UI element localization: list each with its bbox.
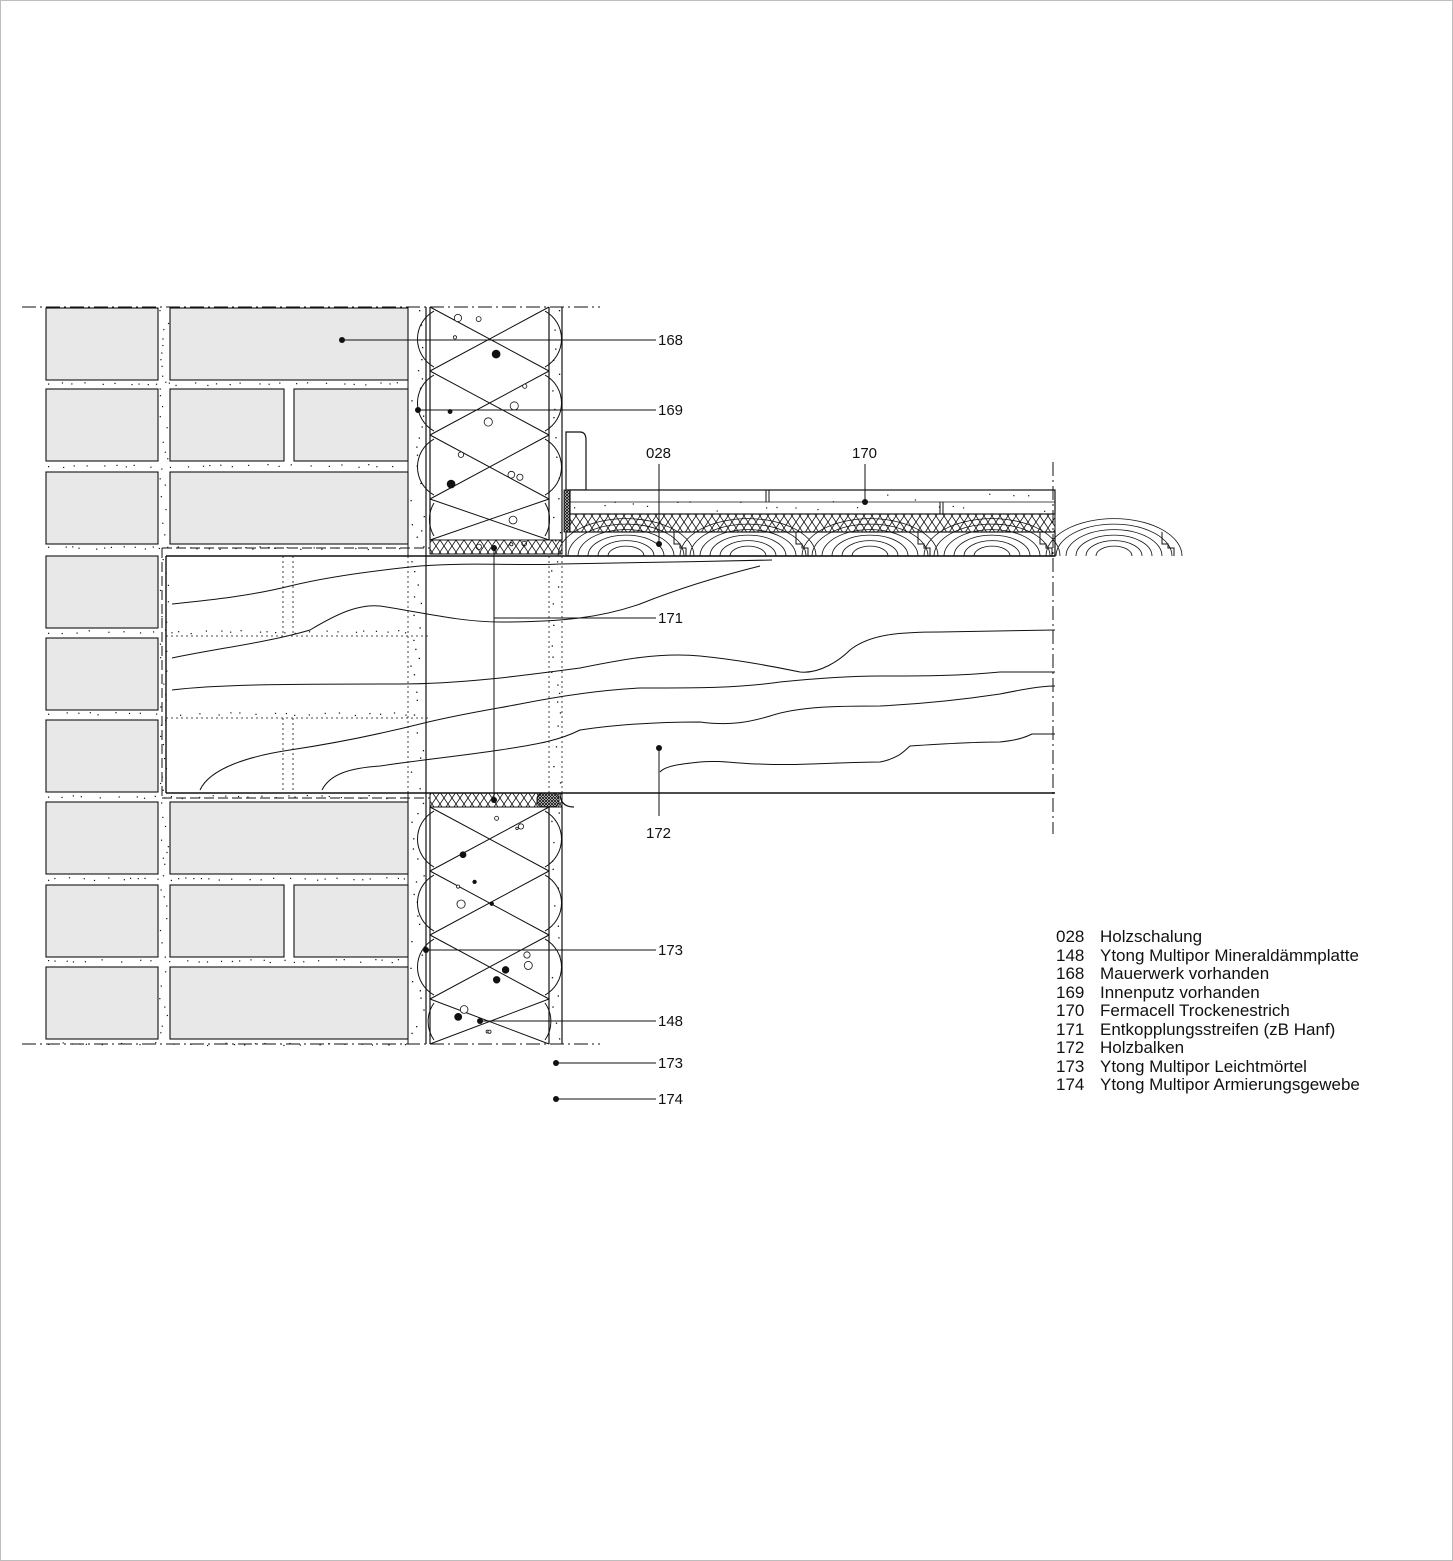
brick bbox=[293, 388, 409, 462]
brick bbox=[45, 555, 159, 629]
callout-170: 170 bbox=[852, 445, 877, 505]
timber-boarding bbox=[557, 518, 1183, 557]
mineral-insulation-board bbox=[417, 306, 562, 1045]
legend-text: Holzschalung bbox=[1100, 927, 1203, 946]
legend-code: 171 bbox=[1056, 1019, 1085, 1039]
callout-leaders: 168 169 028 170 171 172 bbox=[339, 332, 877, 1108]
brick bbox=[169, 801, 409, 875]
brick bbox=[45, 884, 159, 958]
legend-item-168: 168 Mauerwerk vorhanden bbox=[1056, 964, 1360, 984]
legend-item-173: 173 Ytong Multipor Leichtmörtel bbox=[1056, 1056, 1360, 1077]
legend-text: Holzbalken bbox=[1100, 1038, 1185, 1057]
callout-171: 171 bbox=[491, 545, 683, 803]
callout-label: 168 bbox=[658, 332, 683, 349]
dry-screed bbox=[569, 489, 1056, 515]
legend-item-172: 172 Holzbalken bbox=[1056, 1038, 1360, 1058]
legend-code: 173 bbox=[1056, 1056, 1085, 1076]
callout-label: 174 bbox=[658, 1091, 683, 1108]
timber-beam bbox=[161, 547, 1056, 808]
brick bbox=[169, 966, 409, 1040]
callout-label: 173 bbox=[658, 1055, 683, 1072]
legend-item-174: 174 Ytong Multipor Armierungsgewebe bbox=[1056, 1075, 1360, 1095]
legend-code: 170 bbox=[1056, 1001, 1085, 1020]
legend-text: Ytong Multipor Armierungsgewebe bbox=[1100, 1075, 1360, 1094]
callout-label: 169 bbox=[658, 402, 683, 419]
legend-item-028: 028 Holzschalung bbox=[1056, 927, 1360, 947]
legend-text: Fermacell Trockenestrich bbox=[1100, 1001, 1290, 1020]
callout-label: 148 bbox=[658, 1013, 683, 1030]
legend-item-170: 170 Fermacell Trockenestrich bbox=[1056, 1001, 1360, 1021]
legend-text: Entkopplungsstreifen (zB Hanf) bbox=[1100, 1019, 1336, 1039]
callout-173-upper: 173 bbox=[423, 942, 683, 959]
brick bbox=[45, 637, 159, 711]
legend-item-148: 148 Ytong Multipor Mineraldämmplatte bbox=[1056, 945, 1360, 966]
legend-text: Mauerwerk vorhanden bbox=[1100, 964, 1270, 983]
brick bbox=[45, 388, 159, 462]
material-legend: 028 Holzschalung 148 Ytong Multipor Minera… bbox=[1056, 927, 1360, 1095]
callout-label: 170 bbox=[852, 445, 877, 462]
legend-code: 169 bbox=[1056, 982, 1085, 1002]
callout-148: 148 bbox=[477, 1013, 683, 1030]
legend-code: 028 bbox=[1056, 927, 1085, 946]
legend-text: Innenputz vorhanden bbox=[1100, 982, 1260, 1002]
callout-label: 171 bbox=[658, 610, 683, 627]
callout-169: 169 bbox=[415, 402, 683, 419]
brick bbox=[45, 471, 159, 545]
brick bbox=[293, 884, 409, 958]
existing-masonry bbox=[45, 307, 409, 1047]
legend-code: 168 bbox=[1056, 964, 1085, 983]
callout-173-lower: 173 bbox=[553, 1055, 683, 1072]
legend-code: 172 bbox=[1056, 1038, 1085, 1057]
brick bbox=[45, 719, 159, 793]
callout-label: 172 bbox=[646, 825, 671, 842]
brick bbox=[169, 307, 409, 381]
break-lines bbox=[22, 306, 600, 1045]
existing-interior-plaster bbox=[407, 307, 562, 1044]
skirting-board bbox=[565, 431, 587, 491]
brick bbox=[169, 388, 285, 462]
callout-174: 174 bbox=[553, 1091, 683, 1108]
legend-item-169: 169 Innenputz vorhanden bbox=[1056, 982, 1360, 1003]
brick bbox=[45, 966, 159, 1040]
callout-172: 172 bbox=[646, 745, 671, 842]
wood-grain bbox=[171, 559, 1056, 791]
callout-168: 168 bbox=[339, 332, 683, 349]
floor-insulation-layer bbox=[569, 513, 1056, 533]
legend-text: Ytong Multipor Mineraldämmplatte bbox=[1100, 945, 1359, 965]
callout-028: 028 bbox=[646, 445, 671, 547]
legend-code: 148 bbox=[1056, 945, 1085, 965]
brick bbox=[45, 801, 159, 875]
hidden-edges bbox=[166, 556, 563, 793]
callout-label: 028 bbox=[646, 445, 671, 462]
legend-text: Ytong Multipor Leichtmörtel bbox=[1100, 1056, 1307, 1076]
callout-label: 173 bbox=[658, 942, 683, 959]
brick bbox=[169, 884, 285, 958]
legend-item-171: 171 Entkopplungsstreifen (zB Hanf) bbox=[1056, 1019, 1360, 1040]
brick bbox=[169, 471, 409, 545]
legend-code: 174 bbox=[1056, 1075, 1085, 1094]
brick bbox=[45, 307, 159, 381]
